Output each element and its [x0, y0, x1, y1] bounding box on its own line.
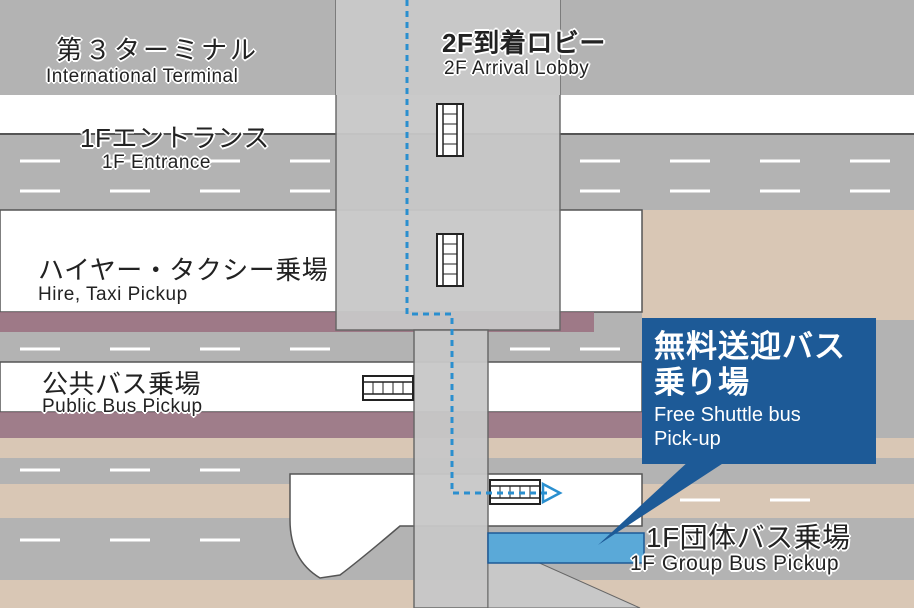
shuttle-label-en-2: Pick-up: [654, 428, 721, 450]
pedestrian-bridge: [413, 329, 489, 608]
shuttle-stop: [487, 532, 645, 564]
shuttle-label-jp-1: 無料送迎バス: [654, 329, 846, 364]
terminal-label-en: International Terminal: [46, 66, 239, 87]
lane-marks-1: [20, 159, 890, 193]
public-bus-lane: [0, 412, 642, 438]
entrance-label-jp: 1Fエントランス: [80, 123, 270, 153]
stair-icon-1: [436, 103, 464, 157]
taxi-label-en: Hire, Taxi Pickup: [38, 284, 188, 305]
callout-pointer: [598, 460, 728, 545]
route-arrow-icon: [541, 481, 563, 505]
route-path: [405, 0, 548, 495]
shuttle-label-en-1: Free Shuttle bus: [654, 404, 801, 426]
taxi-label-jp: ハイヤー・タクシー乗場: [38, 255, 329, 285]
arrival-label-en: 2F Arrival Lobby: [444, 58, 590, 79]
public-bus-label-jp: 公共バス乗場: [42, 369, 202, 399]
public-bus-island: [0, 361, 643, 413]
public-bus-label-en: Public Bus Pickup: [42, 396, 203, 417]
entrance-label-en: 1F Entrance: [102, 152, 211, 173]
terminal-label-jp: 第３ターミナル: [56, 35, 260, 65]
group-bus-label-en: 1F Group Bus Pickup: [630, 552, 840, 575]
stair-icon-3: [362, 375, 414, 401]
shuttle-callout: 無料送迎バス 乗り場 Free Shuttle bus Pick-up: [642, 318, 876, 464]
group-bus-label-jp: 1F団体バス乗場: [646, 522, 851, 553]
shuttle-label-jp-2: 乗り場: [654, 365, 750, 400]
sand-area: [642, 210, 914, 310]
stair-icon-2: [436, 233, 464, 287]
arrival-label-jp: 2F到着ロビー: [442, 28, 606, 58]
